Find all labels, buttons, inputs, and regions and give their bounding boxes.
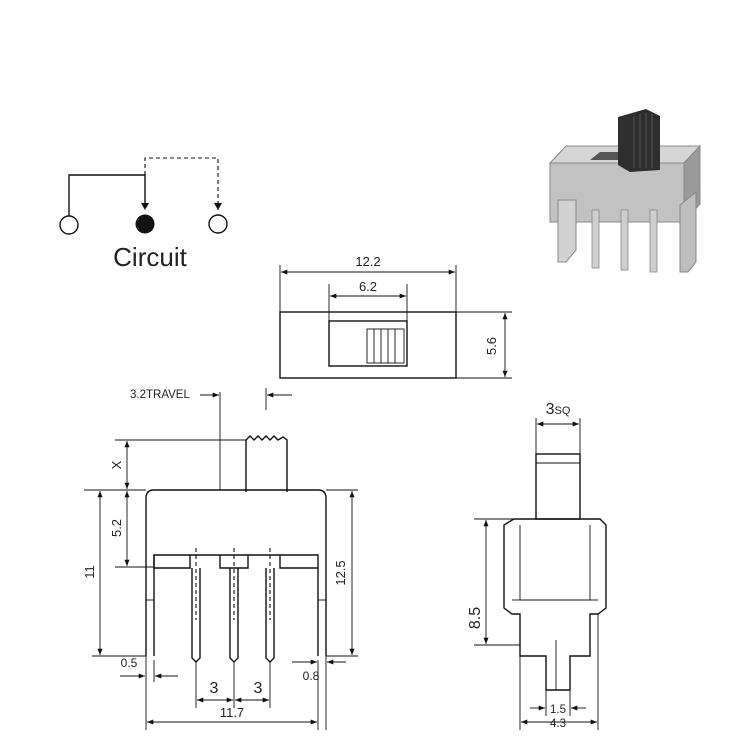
circuit-terminal-left xyxy=(59,215,79,235)
body-width-label: 4.3 xyxy=(550,718,566,730)
actuator-square-suffix: SQ xyxy=(555,405,571,417)
overall-height-label: 12.5 xyxy=(333,560,348,585)
overall-width-label: 11.7 xyxy=(220,705,244,720)
photo-actuator xyxy=(618,109,660,172)
circuit-terminal-right xyxy=(208,214,228,234)
pin-length-label: 11 xyxy=(82,565,97,579)
pin-pitch-2-label: 3 xyxy=(254,680,263,697)
switch-photo xyxy=(548,109,702,273)
circuit-symbol: Circuit xyxy=(59,157,228,272)
top-view-drawing: 12.2 6.2 5.6 xyxy=(279,254,512,379)
front-view-drawing: 3.2TRAVEL X 5.2 11 12.5 0.5 3 3 xyxy=(82,388,358,730)
top-width-label: 12.2 xyxy=(355,254,380,269)
actuator-square-value: 3 xyxy=(546,401,555,418)
pin-thickness-right-label: 0.8 xyxy=(303,669,320,683)
pin-pitch-1-label: 3 xyxy=(210,680,219,697)
side-height-label: 8.5 xyxy=(467,607,484,629)
slot-width-label: 6.2 xyxy=(359,279,377,294)
travel-label: 3.2TRAVEL xyxy=(130,389,190,401)
pin-width-label: 1.5 xyxy=(550,704,566,716)
pin-thickness-left-label: 0.5 xyxy=(121,656,138,670)
side-view-drawing: 3SQ 8.5 1.5 4.3 xyxy=(467,401,607,730)
top-height-label: 5.6 xyxy=(484,337,499,355)
actuator-square-label: 3SQ xyxy=(546,401,571,418)
actuator-height-label: X xyxy=(109,460,124,469)
circuit-terminal-common xyxy=(135,214,155,234)
body-height-label: 5.2 xyxy=(109,519,124,537)
circuit-label: Circuit xyxy=(113,242,187,272)
